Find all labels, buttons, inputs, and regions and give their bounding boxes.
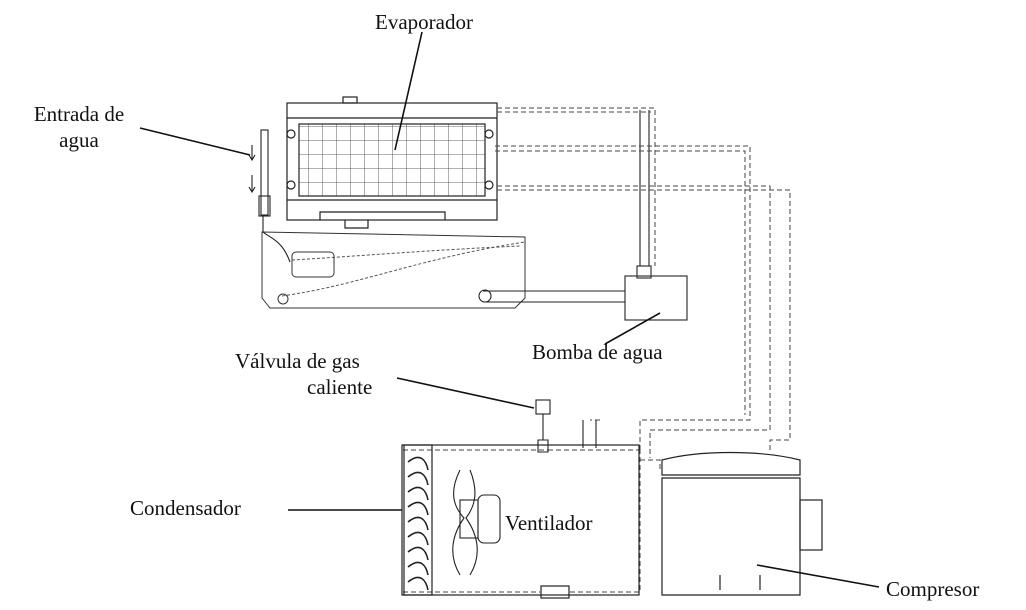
leader-entrada xyxy=(139,127,251,156)
label-condensador: Condensador xyxy=(130,496,241,520)
evaporator xyxy=(286,96,498,229)
label-entrada-line2: agua xyxy=(59,128,99,152)
label-valvula-line2: caliente xyxy=(307,375,373,399)
hot-gas-valve xyxy=(535,399,597,453)
label-evaporador: Evaporador xyxy=(375,10,473,34)
water-inlet-tube xyxy=(248,129,291,263)
water-tray xyxy=(261,231,526,309)
compressor xyxy=(661,451,823,596)
leader-valvula xyxy=(396,377,535,409)
label-valvula-line1: Válvula de gas xyxy=(235,349,360,373)
label-ventilador: Ventilador xyxy=(505,511,593,535)
fan xyxy=(452,469,501,576)
label-compresor: Compresor xyxy=(886,577,980,601)
condenser xyxy=(401,444,640,596)
leader-lines xyxy=(139,31,880,588)
leader-bomba xyxy=(604,312,661,345)
water-pump xyxy=(478,110,688,321)
label-entrada-line1: Entrada de xyxy=(33,102,125,126)
leader-evaporador xyxy=(394,31,423,151)
filter-drier xyxy=(540,585,570,599)
label-bomba: Bomba de agua xyxy=(532,340,663,364)
refrigerant-piping xyxy=(403,107,791,593)
leader-compresor xyxy=(756,564,880,588)
